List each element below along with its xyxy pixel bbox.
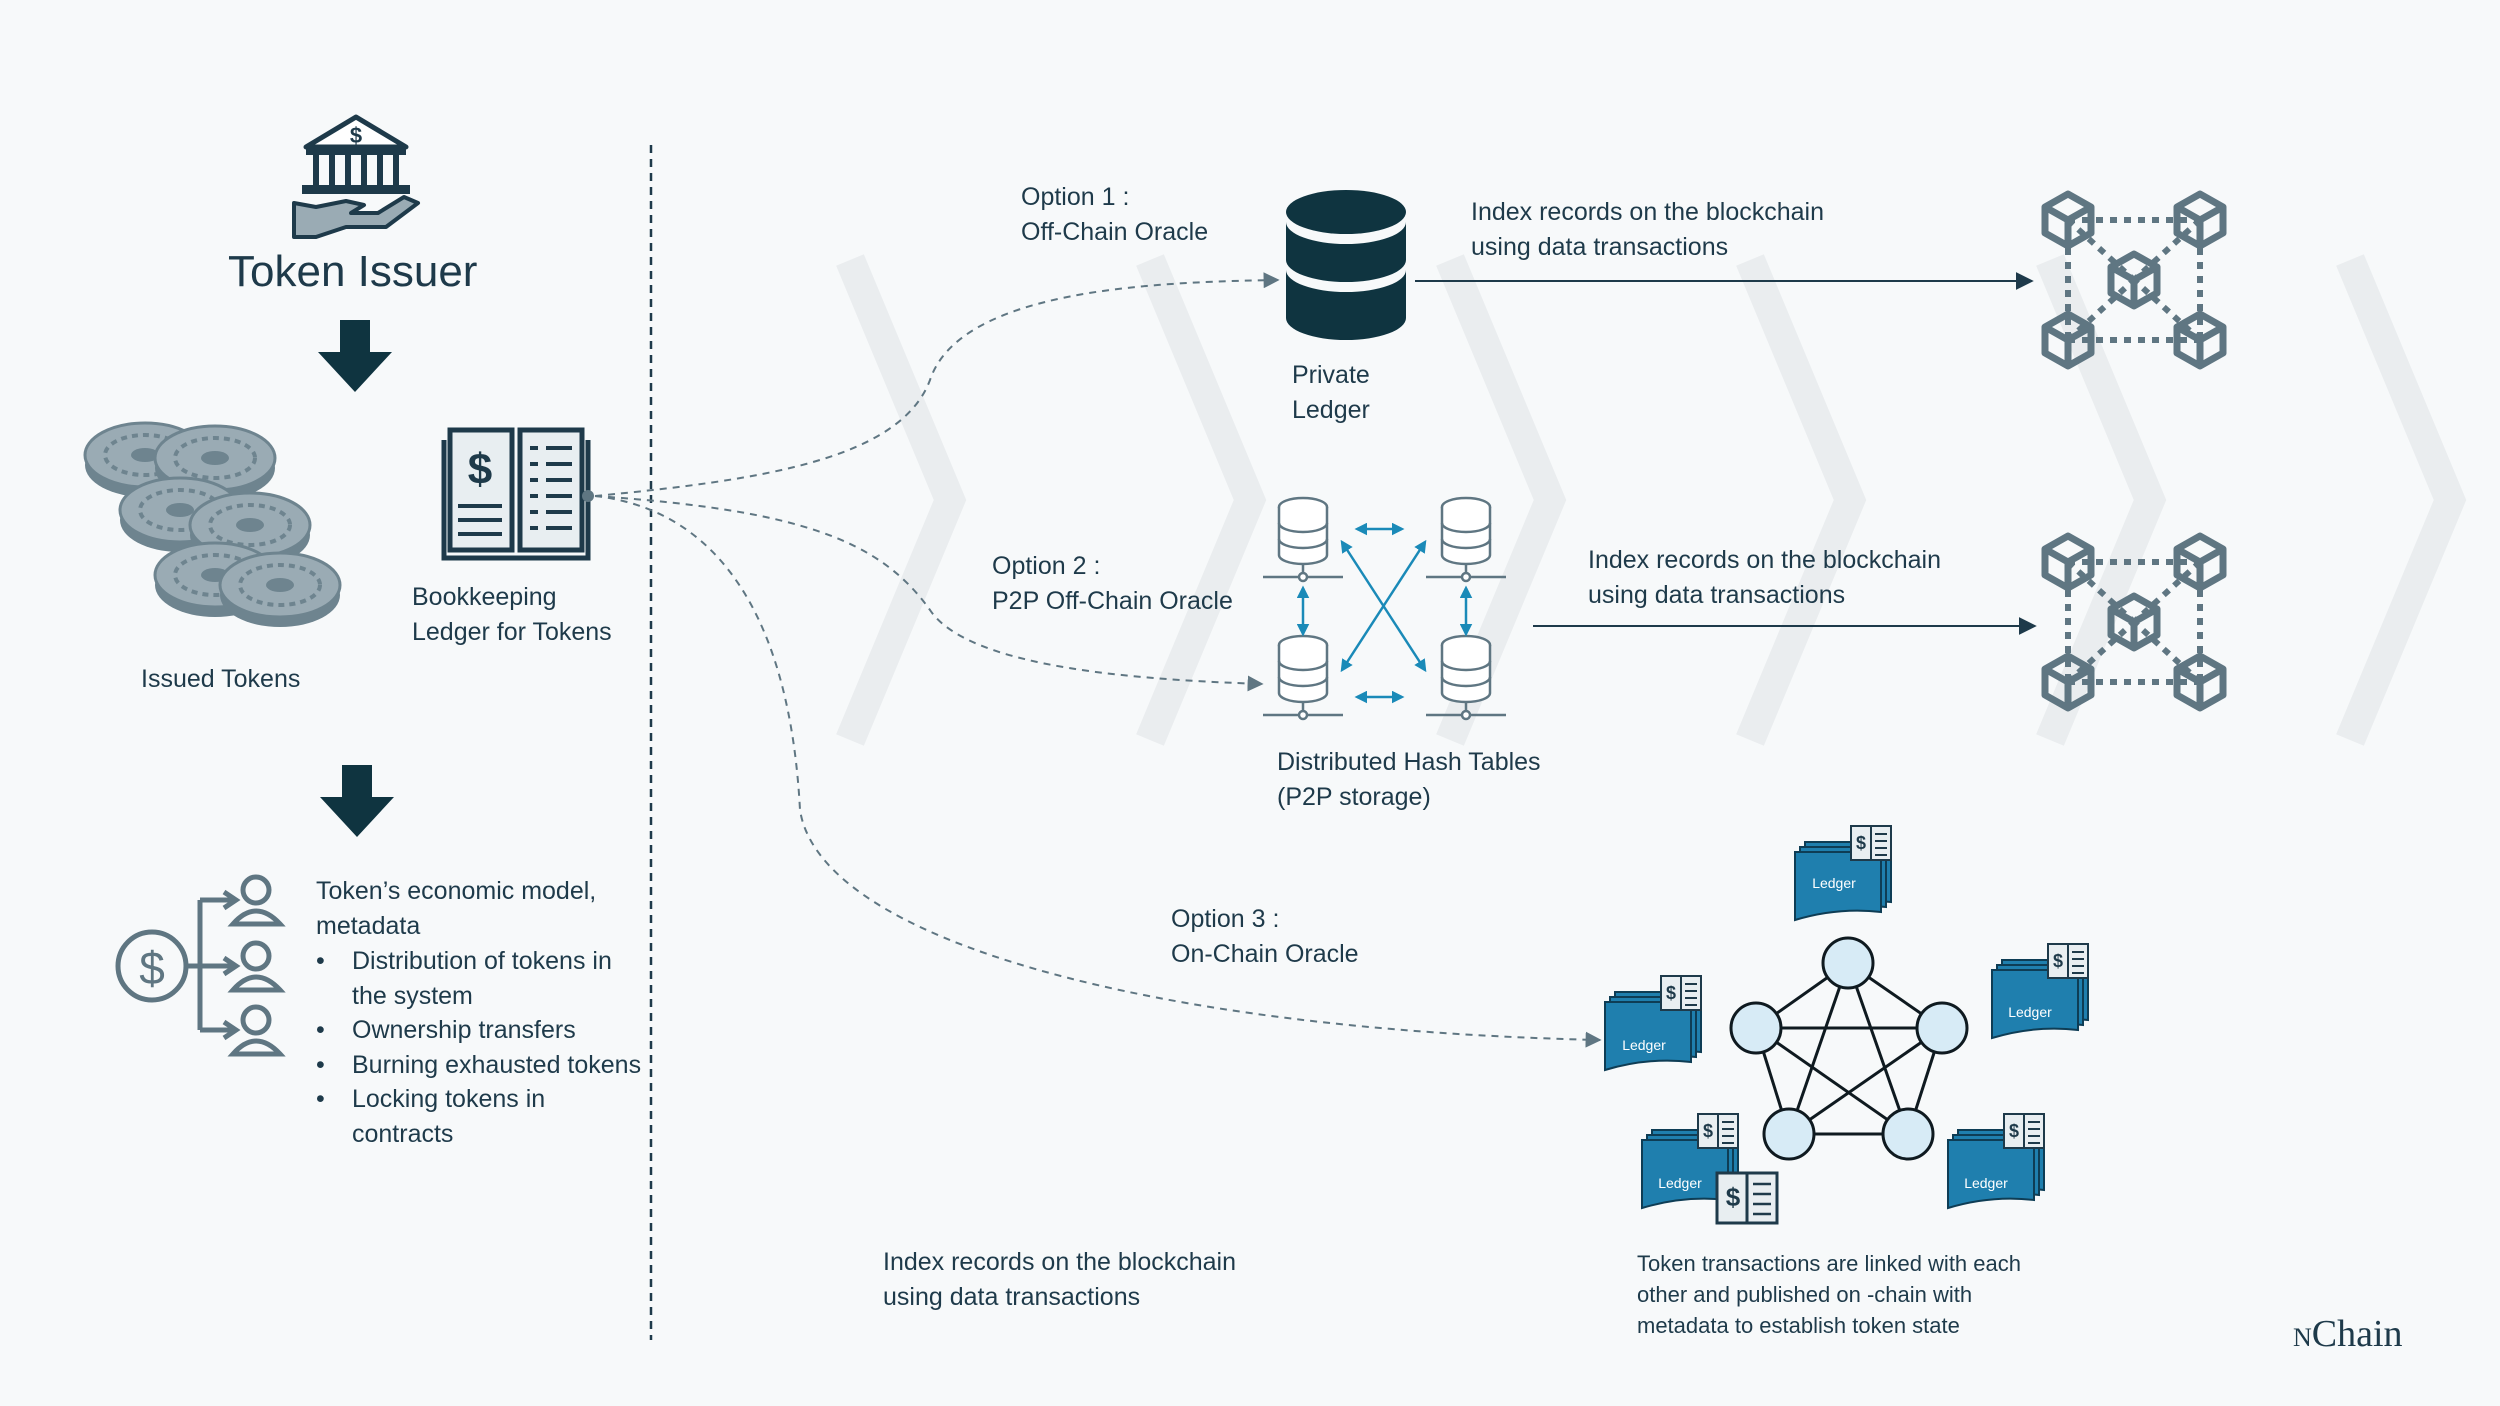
- list-item: Ownership transfers: [316, 1013, 656, 1048]
- option3-connector: [594, 495, 1602, 1048]
- option3-label: Option 3 : On-Chain Oracle: [1171, 902, 1359, 972]
- economic-model-heading: metadata: [316, 912, 421, 940]
- dht-label: Distributed Hash Tables (P2P storage): [1277, 745, 1541, 815]
- database-icon: [1286, 190, 1406, 340]
- ledger-label: Ledger: [2008, 1004, 2052, 1020]
- economic-model-list: Distribution of tokens in the system Own…: [316, 944, 656, 1151]
- option1-connector: [594, 272, 1280, 497]
- option2-title: Option 2 :: [992, 552, 1101, 580]
- ledger-book-icon: $: [441, 427, 594, 561]
- coins-icon: [83, 421, 342, 629]
- bookkeeping-label: Bookkeeping Ledger for Tokens: [412, 580, 612, 650]
- index-records-line2: using data transactions: [1588, 581, 1846, 609]
- bookkeeping-line2: Ledger for Tokens: [412, 618, 612, 646]
- dht-line1: Distributed Hash Tables: [1277, 748, 1541, 776]
- svg-text:$: $: [350, 123, 362, 148]
- issuer-title: Token Issuer: [228, 247, 478, 296]
- option1-label: Option 1 : Off-Chain Oracle: [1021, 180, 1208, 250]
- index-records-line2: using data transactions: [883, 1283, 1141, 1311]
- list-item-text: the system: [352, 981, 473, 1010]
- list-item-text: contracts: [352, 1119, 454, 1148]
- option1-title: Option 1 :: [1021, 183, 1130, 211]
- option2-subtitle: P2P Off-Chain Oracle: [992, 587, 1233, 615]
- private-ledger-line2: Ledger: [1292, 396, 1370, 424]
- option1-subtitle: Off-Chain Oracle: [1021, 218, 1209, 246]
- list-item: Locking tokens in contracts: [316, 1082, 656, 1151]
- down-arrow-icon: [318, 320, 392, 392]
- list-item-text: Distribution of tokens in: [352, 947, 612, 975]
- private-ledger-label: Private Ledger: [1292, 358, 1370, 428]
- ledger-label: Ledger: [1964, 1175, 2008, 1191]
- issued-tokens-label: Issued Tokens: [141, 665, 301, 693]
- ledger-label: Ledger: [1812, 875, 1856, 891]
- index-records-line1: Index records on the blockchain: [883, 1248, 1236, 1276]
- index-records-label: Index records on the blockchain using da…: [883, 1245, 1236, 1315]
- index-records-line2: using data transactions: [1471, 233, 1729, 261]
- index-records-line1: Index records on the blockchain: [1471, 198, 1824, 226]
- svg-text:$: $: [139, 942, 165, 994]
- distribution-icon: $: [115, 874, 286, 1057]
- economic-model-heading: Token’s economic model,: [316, 877, 597, 905]
- bank-icon: $: [292, 114, 420, 239]
- ledger-labels: Ledger Ledger Ledger Ledger Ledger: [1622, 875, 2052, 1191]
- index-records-label: Index records on the blockchain using da…: [1471, 195, 1824, 265]
- bookkeeping-line1: Bookkeeping: [412, 583, 557, 611]
- list-item-text: Burning exhausted tokens: [352, 1050, 642, 1079]
- logo-text: Chain: [2311, 1313, 2403, 1355]
- ledger-label: Ledger: [1622, 1037, 1666, 1053]
- token-transactions-note: Token transactions are linked with each …: [1637, 1248, 2021, 1341]
- dht-line2: (P2P storage): [1277, 783, 1431, 811]
- nchain-logo: NChain: [2293, 1312, 2403, 1356]
- list-item: Burning exhausted tokens: [316, 1048, 656, 1083]
- ledger-book-icon: $: [1715, 1171, 1779, 1225]
- index-records-line1: Index records on the blockchain: [1588, 546, 1941, 574]
- option3-subtitle: On-Chain Oracle: [1171, 940, 1359, 968]
- dht-links: [1296, 522, 1473, 704]
- option2-connector: [594, 495, 1264, 692]
- list-item-text: Locking tokens in: [352, 1085, 546, 1113]
- option2-label: Option 2 : P2P Off-Chain Oracle: [992, 549, 1233, 619]
- list-item: Distribution of tokens in the system: [316, 944, 656, 1013]
- economic-model: Token’s economic model, metadata Distrib…: [316, 874, 656, 1151]
- index-records-label: Index records on the blockchain using da…: [1588, 543, 1941, 613]
- private-ledger-line1: Private: [1292, 361, 1370, 389]
- logo-prefix: N: [2293, 1323, 2312, 1352]
- note-line1: Token transactions are linked with each: [1637, 1251, 2021, 1276]
- ledger-label: Ledger: [1658, 1175, 1702, 1191]
- onchain-network: [1729, 936, 1969, 1161]
- down-arrow-icon: [320, 765, 394, 837]
- svg-text:$: $: [468, 445, 492, 494]
- list-item-text: Ownership transfers: [352, 1016, 576, 1044]
- option3-title: Option 3 :: [1171, 905, 1280, 933]
- note-line3: metadata to establish token state: [1637, 1313, 1960, 1338]
- note-line2: other and published on -chain with: [1637, 1282, 1973, 1307]
- svg-text:$: $: [1726, 1182, 1741, 1212]
